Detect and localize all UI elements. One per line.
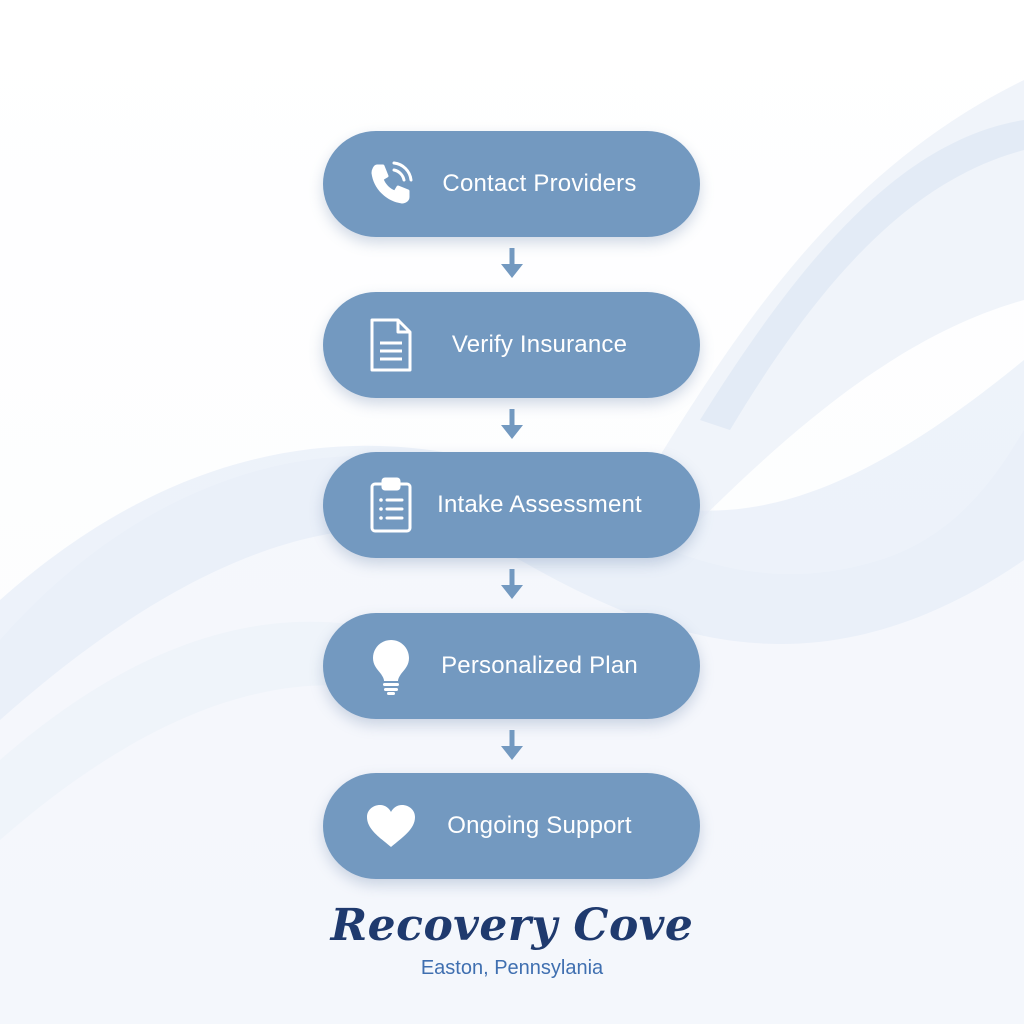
step-contact-providers: Contact Providers — [323, 131, 700, 237]
arrow-down-icon — [501, 730, 523, 760]
clipboard-icon — [363, 475, 419, 535]
document-icon — [363, 315, 419, 375]
brand-name: Recovery Cove — [330, 900, 694, 951]
step-ongoing-support: Ongoing Support — [323, 773, 700, 879]
arrow-down-icon — [501, 248, 523, 278]
step-label: Ongoing Support — [447, 812, 632, 839]
heart-icon — [363, 796, 419, 856]
step-label: Verify Insurance — [451, 331, 628, 358]
step-label: Contact Providers — [442, 170, 637, 197]
arrow-down-icon — [501, 409, 523, 439]
brand-location: Easton, Pennsylania — [420, 957, 604, 979]
lightbulb-icon — [363, 636, 419, 696]
step-verify-insurance: Verify Insurance — [323, 292, 700, 398]
step-label: Personalized Plan — [441, 652, 638, 679]
step-label: Intake Assessment — [437, 491, 642, 518]
arrow-down-icon — [501, 569, 523, 599]
phone-icon — [363, 154, 419, 214]
step-personalized-plan: Personalized Plan — [323, 613, 700, 719]
step-intake-assessment: Intake Assessment — [323, 452, 700, 558]
